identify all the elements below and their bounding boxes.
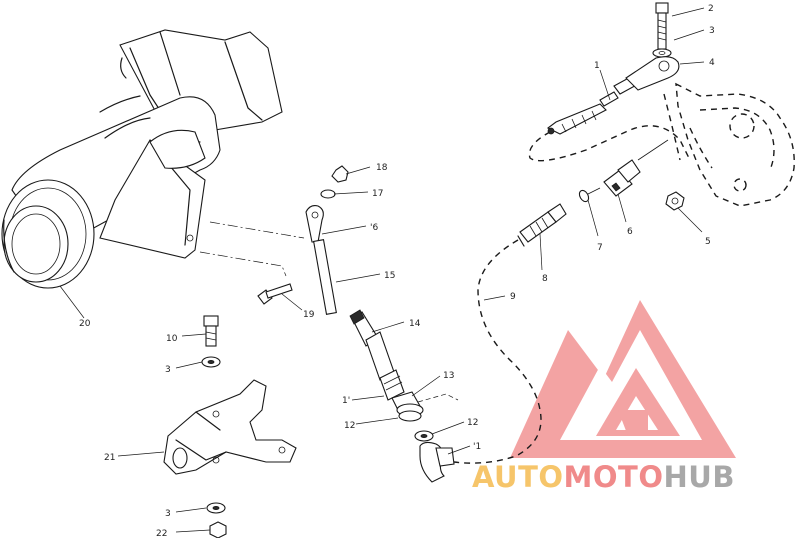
callout-17: 17 [372, 189, 383, 199]
cable-adjusters [517, 139, 669, 247]
watermark-part-moto: MOTO [564, 460, 664, 494]
callout-9: 9 [510, 292, 516, 302]
callout-3-bottom: 3 [165, 509, 171, 519]
callout-12-right: 12 [467, 418, 478, 428]
svg-text:AUTOMOTOHUB: AUTOMOTOHUB [472, 460, 735, 494]
callout-5: 5 [705, 237, 711, 247]
watermark-text: AUTOMOTOHUB [472, 460, 735, 494]
callout-12-left: 12 [344, 421, 355, 431]
callout-3-mid: 3 [165, 365, 171, 375]
callout-16: '6 [370, 223, 378, 233]
callout-8: 8 [542, 274, 548, 284]
bolt-19 [257, 283, 293, 305]
callout-7: 7 [597, 243, 603, 253]
callout-11-right: '1 [473, 442, 481, 452]
watermark-part-auto: AUTO [472, 460, 564, 494]
callout-22: 22 [156, 529, 167, 538]
axle-housing [1, 29, 283, 289]
mounting-bracket [163, 315, 297, 538]
callout-14: 14 [409, 319, 421, 329]
callout-3-top: 3 [709, 26, 715, 36]
callout-labels: 2 3 4 1 5 6 7 8 9 18 17 '6 15 14 13 1' 1… [79, 4, 715, 538]
callout-13: 13 [443, 371, 454, 381]
linkage-rod [305, 165, 455, 483]
callout-19: 19 [303, 310, 315, 320]
watermark-logo [510, 300, 736, 458]
lower-cable [453, 239, 542, 464]
callout-10: 10 [166, 334, 178, 344]
callout-6: 6 [627, 227, 633, 237]
leader-lines [59, 7, 705, 533]
callout-11-left: 1' [342, 396, 350, 406]
callout-20: 20 [79, 319, 91, 329]
callout-18: 18 [376, 163, 388, 173]
upper-cable [528, 73, 691, 162]
callout-1: 1 [594, 61, 600, 71]
bracket-assembly [663, 82, 795, 207]
callout-21: 21 [104, 453, 115, 463]
callout-15: 15 [384, 271, 395, 281]
watermark-part-hub: HUB [664, 460, 735, 494]
bolt-washer-rod-end [625, 2, 685, 211]
callout-2: 2 [708, 4, 714, 14]
callout-4: 4 [709, 58, 715, 68]
